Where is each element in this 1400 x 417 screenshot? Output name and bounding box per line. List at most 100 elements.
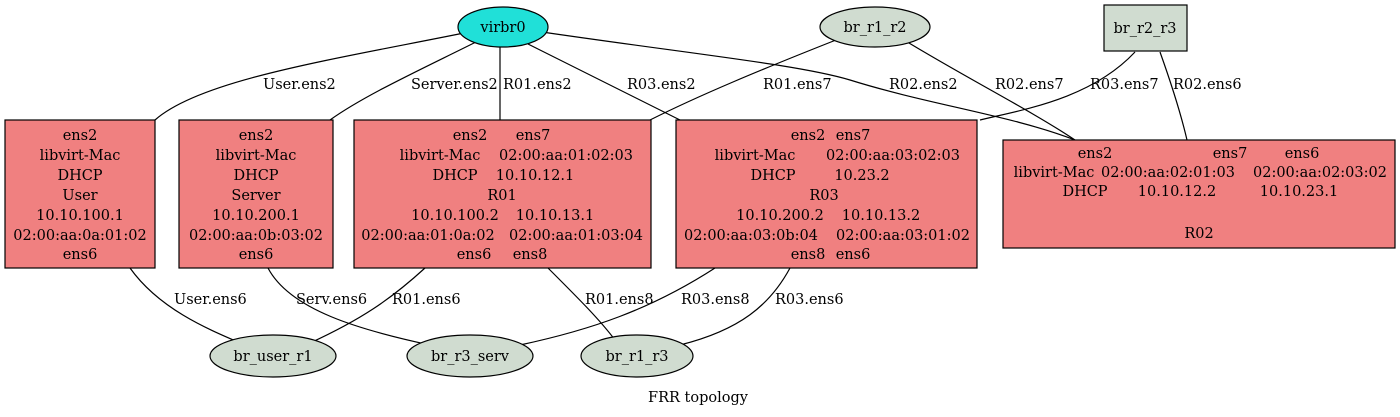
br_r1_r3-label: br_r1_r3 [605,349,668,365]
edge-r03-br_r3_serv [519,267,716,346]
node-server[interactable]: ens2 libvirt-Mac DHCP Server 10.10.200.1… [178,119,334,269]
server-line: ens6 [239,247,274,263]
r01-col3-line: 10.10.100.2 [411,208,499,224]
label-user-ens2: User.ens2 [263,77,336,93]
bridge-virbr0[interactable]: virbr0 [457,6,549,48]
r01-col1-line: libvirt-Mac [400,148,481,164]
r01-col4-line: ens8 [513,247,548,263]
br_r3_serv-shape [406,334,534,378]
br_r1_r2-label: br_r1_r2 [843,20,906,36]
bridge-br_user_r1[interactable]: br_user_r1 [209,334,337,378]
user-line: User [62,188,97,204]
br_r2_r3-label: br_r2_r3 [1113,21,1176,37]
node-user[interactable]: ens2 libvirt-Mac DHCP User 10.10.100.1 0… [4,119,156,269]
r03-col4-line: ens6 [836,247,871,263]
r02-col2-line: 10.10.12.2 [1138,184,1216,200]
user-line: ens6 [63,247,98,263]
r03-name: R03 [809,188,838,204]
user-line: DHCP [57,168,102,184]
edge-virbr0-user [154,32,465,121]
r02-col2-line: ens7 [1213,146,1248,162]
r03-col3-line: 10.10.200.2 [736,208,824,224]
node-r02[interactable]: ens2 libvirt-Mac DHCP ens7 02:00:aa:02:0… [1002,139,1396,249]
label-r03-ens7: R03.ens7 [1090,77,1159,93]
label-r01-ens7: R01.ens7 [763,77,832,93]
br_r1_r2-shape [819,6,931,48]
r03-col2-line: 02:00:aa:03:02:03 [826,148,960,164]
r02-name: R02 [1184,226,1213,242]
node-r01[interactable]: ens2 libvirt-Mac DHCP ens7 02:00:aa:01:0… [353,119,652,269]
r03-col4-line: 02:00:aa:03:01:02 [836,228,970,244]
r01-col1-line: DHCP [432,168,477,184]
edge-server-br_r3_serv [267,267,431,346]
br_r3_serv-label: br_r3_serv [431,349,510,365]
r03-col1-line: DHCP [750,168,795,184]
r01-col4-line: 02:00:aa:01:03:04 [509,228,643,244]
r02-col2-line: 02:00:aa:02:01:03 [1101,165,1235,181]
node-r03[interactable]: ens2 libvirt-Mac DHCP ens7 02:00:aa:03:0… [675,119,978,269]
user-line: 10.10.100.1 [36,208,124,224]
edge-br_r1_r2-r01 [649,39,837,121]
bridge-br_r1_r3[interactable]: br_r1_r3 [580,334,694,378]
bridge-br_r2_r3[interactable]: br_r2_r3 [1103,4,1188,52]
edge-r01-br_r1_r3 [547,267,616,341]
r01-col2-line: 10.10.12.1 [496,168,574,184]
label-serv-ens6: Serv.ens6 [296,292,367,308]
r01-col3-line: ens6 [457,247,492,263]
r03-col3-line: 02:00:aa:03:0b:04 [684,228,818,244]
label-r03-ens8: R03.ens8 [681,292,750,308]
r02-col1-line: DHCP [1062,184,1107,200]
bridge-br_r1_r2[interactable]: br_r1_r2 [819,6,931,48]
br_r2_r3-shape [1103,4,1188,52]
edge-br_r1_r2-r02 [903,39,1076,141]
label-r03-ens6: R03.ens6 [775,292,844,308]
label-r01-ens8: R01.ens8 [585,292,654,308]
virbr0-shape [457,6,549,48]
diagram-caption: FRR topology [648,390,749,406]
label-user-ens6: User.ens6 [174,292,247,308]
edge-virbr0-r02 [541,31,1076,141]
server-line: ens2 [239,128,274,144]
server-line: 02:00:aa:0b:03:02 [189,228,323,244]
br_user_r1-shape [209,334,337,378]
br_r1_r3-shape [580,334,694,378]
server-line: libvirt-Mac [216,148,297,164]
r01-box [353,119,652,269]
server-box [178,119,334,269]
r01-col1-line: ens2 [453,128,488,144]
virbr0-label: virbr0 [479,20,525,36]
r03-col3-line: ens8 [791,247,826,263]
label-server-ens2: Server.ens2 [411,77,498,93]
user-line: ens2 [63,128,98,144]
label-r02-ens7: R02.ens7 [995,77,1064,93]
r02-col1-line: ens2 [1078,146,1113,162]
server-line: DHCP [233,168,278,184]
r01-name: R01 [487,188,516,204]
r01-col2-line: ens7 [516,128,551,144]
edge-labels: User.ens2 Server.ens2 R01.ens2 R03.ens2 … [174,77,1242,308]
r03-col1-line: libvirt-Mac [715,148,796,164]
r03-col2-line: 10.23.2 [834,168,889,184]
r02-col1-line: libvirt-Mac [1014,165,1095,181]
edge-br_r2_r3-r03 [979,51,1136,121]
r03-box [675,119,978,269]
label-r01-ens6: R01.ens6 [392,292,461,308]
r02-col3-line: 10.10.23.1 [1260,184,1338,200]
br_user_r1-label: br_user_r1 [233,349,312,365]
r03-col1-line: ens2 [791,128,826,144]
user-box [4,119,156,269]
edge-r03-br_r1_r3 [679,267,791,346]
label-r03-ens2: R03.ens2 [627,77,696,93]
r01-col3-line: 02:00:aa:01:0a:02 [361,228,494,244]
label-r02-ens2: R02.ens2 [889,77,958,93]
server-line: Server [231,188,280,204]
edges [129,31,1188,346]
edge-r01-br_user_r1 [309,267,426,344]
label-r02-ens6: R02.ens6 [1173,77,1242,93]
r02-col3-line: 02:00:aa:02:03:02 [1253,165,1387,181]
server-line: 10.10.200.1 [212,208,300,224]
bridge-br_r3_serv[interactable]: br_r3_serv [406,334,534,378]
user-line: libvirt-Mac [40,148,121,164]
r02-box [1002,139,1396,249]
